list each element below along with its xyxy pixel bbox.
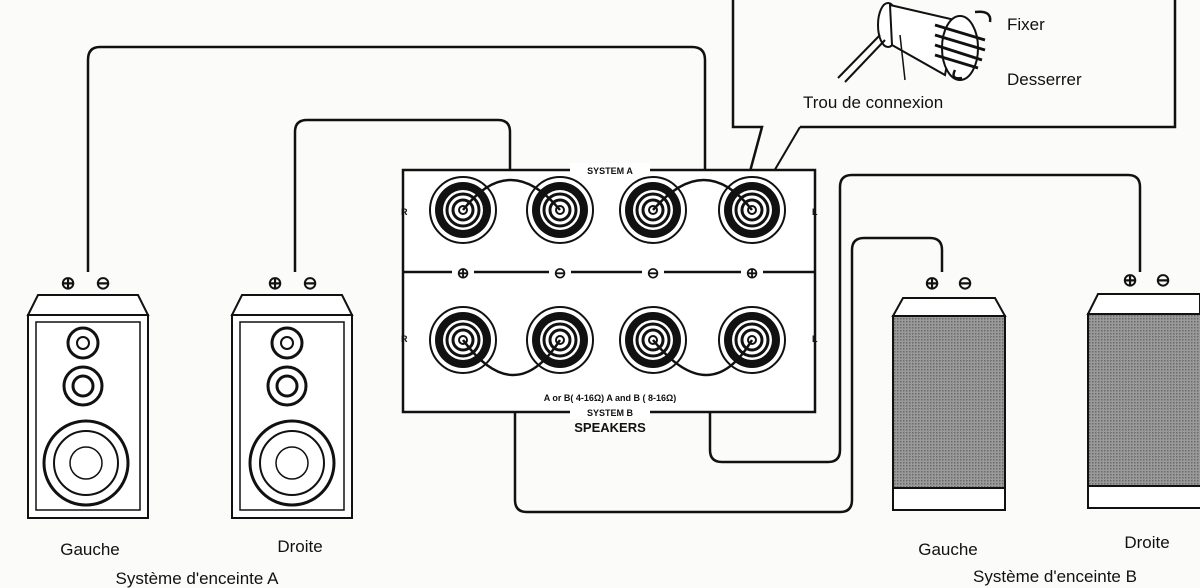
system-a-left-label: Gauche — [60, 540, 120, 559]
system-b-left-label: Gauche — [918, 540, 978, 559]
wire-b-left — [513, 236, 944, 514]
system-a-title: Système d'enceinte A — [116, 569, 280, 588]
left-channel-label-a: L — [812, 207, 818, 217]
wire-a-right — [293, 118, 512, 272]
minus-icon: ⊖ — [647, 265, 660, 282]
speakers-label: SPEAKERS — [574, 420, 646, 435]
minus-icon: ⊖ — [302, 273, 317, 293]
polarity-markers: ⊕ ⊖ ⊖ ⊕ — [452, 264, 763, 282]
system-b-right-label: Droite — [1124, 533, 1169, 552]
wire-b-right — [708, 173, 1142, 464]
speaker-b-right: ⊕ ⊖ — [1086, 270, 1200, 509]
system-b-label: SYSTEM B — [587, 408, 634, 418]
wire-a-left — [86, 45, 707, 272]
left-channel-label-b: L — [812, 334, 818, 344]
speaker-b-left: ⊕ ⊖ — [891, 273, 1007, 511]
plus-icon: ⊕ — [1122, 270, 1137, 290]
minus-icon: ⊖ — [95, 273, 110, 293]
minus-icon: ⊖ — [554, 265, 567, 282]
plus-icon: ⊕ — [746, 265, 759, 282]
fix-label: Fixer — [1007, 15, 1045, 34]
plus-icon: ⊕ — [267, 273, 282, 293]
hole-label: Trou de connexion — [803, 93, 943, 112]
minus-icon: ⊖ — [1155, 270, 1170, 290]
plus-icon: ⊕ — [924, 273, 939, 293]
impedance-label: A or B( 4-16Ω) A and B ( 8-16Ω) — [544, 393, 676, 403]
system-a-label: SYSTEM A — [587, 166, 633, 176]
system-b-title: Système d'enceinte B — [973, 567, 1137, 586]
amplifier-speaker-panel: SYSTEM A SYSTEM B SPEAKERS A or B( 4-16Ω… — [401, 163, 818, 435]
right-channel-label-a: R — [401, 207, 408, 217]
minus-icon: ⊖ — [957, 273, 972, 293]
loosen-label: Desserrer — [1007, 70, 1082, 89]
right-channel-label-b: R — [401, 334, 408, 344]
callout-box: Fixer Desserrer Trou de connexion — [731, 0, 1177, 196]
plus-icon: ⊕ — [457, 265, 470, 282]
plus-icon: ⊕ — [60, 273, 75, 293]
system-a-right-label: Droite — [277, 537, 322, 556]
speaker-a-right: ⊕ ⊖ — [230, 273, 354, 519]
binding-post-icon — [837, 2, 992, 83]
speaker-a-left: ⊕ ⊖ — [26, 273, 150, 519]
